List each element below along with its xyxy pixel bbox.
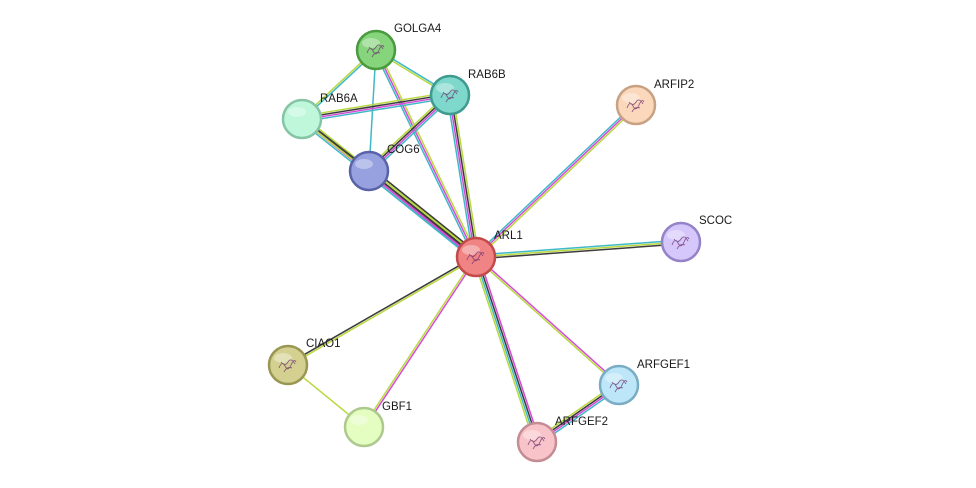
edge-evidence-line [474, 257, 619, 387]
edge-evidence-line [302, 95, 451, 121]
node-circle[interactable] [348, 150, 390, 192]
node-label: ARFIP2 [654, 79, 694, 91]
node-label: RAB6B [468, 69, 506, 81]
node-scoc[interactable]: SCOC [660, 215, 732, 263]
edge-evidence-line [367, 171, 476, 260]
node-highlight [362, 38, 380, 48]
node-highlight [605, 373, 623, 383]
node-label: SCOC [699, 215, 732, 227]
node-arl1[interactable]: ARL1 [455, 230, 523, 278]
node-label: ARFGEF1 [637, 359, 690, 371]
node-circle[interactable] [598, 364, 640, 406]
node-highlight [274, 353, 292, 363]
protein-structure-icon [440, 89, 459, 103]
node-highlight [523, 430, 541, 440]
edge-evidence-line [474, 257, 537, 443]
node-label: GBF1 [382, 401, 412, 413]
edge-arl1-golga4[interactable] [373, 48, 479, 259]
edge-evidence-line [476, 255, 621, 385]
edge-evidence-line [477, 255, 541, 442]
node-gbf1[interactable]: GBF1 [343, 401, 412, 448]
edge-evidence-line [288, 257, 477, 367]
node-rab6a[interactable]: RAB6A [281, 93, 358, 140]
edge-evidence-line [368, 170, 477, 258]
edges-layer [287, 48, 682, 445]
edge-evidence-line [450, 94, 478, 257]
node-golga4[interactable]: GOLGA4 [355, 23, 442, 71]
node-highlight [622, 93, 640, 103]
edge-evidence-line [364, 257, 478, 428]
edge-evidence-line [448, 95, 476, 258]
edge-evidence-line [476, 243, 682, 260]
edge-evidence-line [476, 256, 539, 442]
node-highlight [288, 107, 306, 117]
edge-evidence-line [446, 95, 474, 258]
edge-evidence-line [366, 173, 475, 261]
node-label: GOLGA4 [394, 23, 442, 35]
edge-arl1-scoc[interactable] [475, 239, 682, 260]
edge-arl1-ciao1[interactable] [287, 255, 477, 367]
edge-evidence-line [377, 48, 479, 257]
node-label: ARL1 [494, 230, 523, 242]
edge-arl1-gbf1[interactable] [362, 256, 478, 428]
node-arfgef2[interactable]: ARFGEF2 [516, 416, 608, 463]
node-label: COG6 [387, 144, 420, 156]
edge-evidence-line [370, 167, 479, 255]
edge-evidence-line [369, 168, 478, 257]
edge-arl1-arfip2[interactable] [474, 103, 638, 259]
node-circle[interactable] [516, 421, 558, 463]
node-cog6[interactable]: COG6 [348, 144, 420, 192]
node-highlight [667, 230, 685, 240]
protein-structure-icon [609, 379, 628, 393]
edge-arl1-arfgef2[interactable] [472, 255, 541, 444]
node-highlight [350, 415, 368, 425]
node-arfgef1[interactable]: ARFGEF1 [598, 359, 690, 406]
edge-evidence-line [301, 93, 450, 119]
node-highlight [355, 159, 373, 169]
protein-structure-icon [671, 236, 690, 250]
node-circle[interactable] [455, 236, 497, 278]
edge-evidence-line [301, 91, 450, 117]
node-circle[interactable] [355, 29, 397, 71]
node-circle[interactable] [429, 74, 471, 116]
protein-structure-icon [366, 44, 385, 58]
node-circle[interactable] [660, 221, 702, 263]
edge-evidence-line [287, 255, 476, 365]
node-circle[interactable] [343, 406, 385, 448]
edge-arl1-rab6b[interactable] [446, 94, 480, 258]
node-highlight [436, 83, 454, 93]
edge-evidence-line [302, 97, 451, 123]
node-circle[interactable] [615, 84, 657, 126]
node-circle[interactable] [281, 98, 323, 140]
edge-evidence-line [475, 104, 637, 258]
edge-evidence-line [474, 103, 636, 257]
protein-structure-icon [466, 251, 485, 265]
node-circle[interactable] [267, 344, 309, 386]
edge-evidence-line [475, 241, 682, 258]
node-label: ARFGEF2 [555, 416, 608, 428]
node-label: CIAO1 [306, 338, 341, 350]
node-arfip2[interactable]: ARFIP2 [615, 79, 694, 126]
edge-evidence-line [476, 105, 638, 259]
node-ciao1[interactable]: CIAO1 [267, 338, 341, 386]
edge-rab6b-rab6a[interactable] [301, 91, 451, 123]
edge-evidence-line [373, 50, 475, 259]
protein-structure-icon [527, 436, 546, 450]
node-rab6b[interactable]: RAB6B [429, 69, 506, 116]
node-label: RAB6A [320, 93, 358, 105]
edge-evidence-line [375, 49, 477, 258]
edge-arl1-cog6[interactable] [366, 167, 479, 261]
protein-structure-icon [626, 99, 645, 113]
edge-evidence-line [452, 94, 480, 257]
protein-structure-icon [278, 359, 297, 373]
node-highlight [462, 245, 480, 255]
edge-evidence-line [472, 257, 536, 444]
edge-evidence-line [475, 239, 681, 256]
edge-evidence-line [362, 256, 476, 427]
edge-arl1-arfgef1[interactable] [474, 255, 621, 387]
